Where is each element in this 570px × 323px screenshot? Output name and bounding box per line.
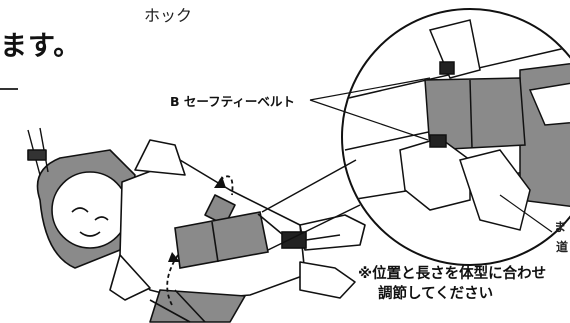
side-partial-label-1: ま	[554, 220, 567, 234]
baby-leg-2	[299, 261, 356, 299]
buckle	[281, 231, 307, 249]
divider-line	[0, 88, 18, 90]
baby-leg-1	[299, 214, 366, 251]
side-partial-label-2: 道	[556, 240, 569, 254]
zoom-belt	[424, 77, 526, 151]
zoom-detail	[261, 8, 570, 266]
baby-arm-lower	[109, 254, 151, 301]
adjustment-note-line2: 調節してください	[378, 286, 494, 302]
adjustment-note-line1: ※位置と長さを体型に合わせ	[358, 266, 547, 282]
hook-label: ホック	[144, 6, 193, 25]
b-safety-belt-label: B セーフティーベルト	[170, 94, 295, 109]
waist-belt	[149, 211, 341, 323]
heading-fragment: ます。	[0, 31, 82, 62]
baby-arm-upper	[134, 139, 186, 176]
adjust-dashed-mark-2	[166, 254, 179, 306]
